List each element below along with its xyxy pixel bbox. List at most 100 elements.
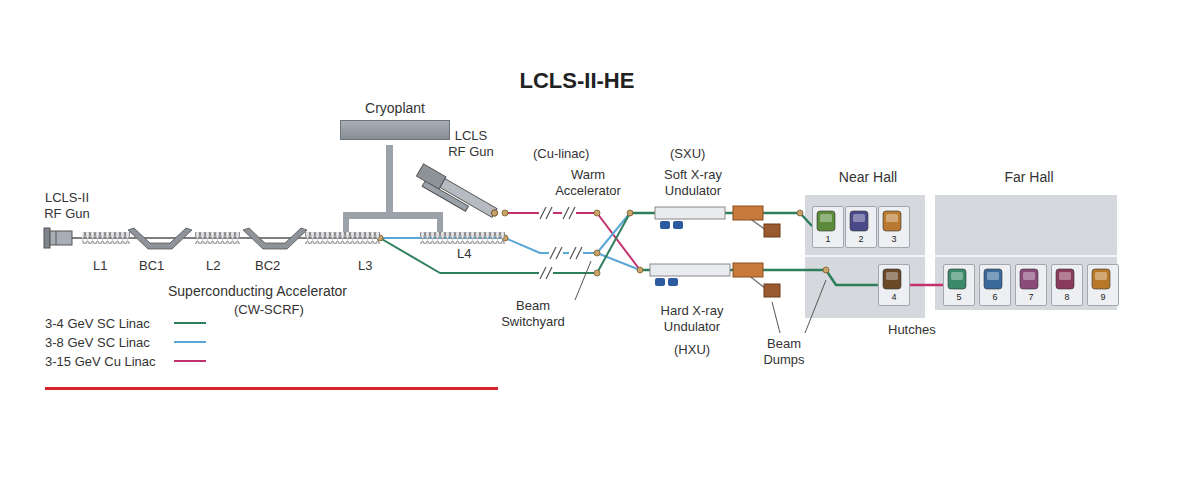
beam-lines-part [575, 261, 591, 300]
hutch-icon-window [1023, 272, 1035, 280]
legend-text: 3-4 GeV SC Linac [45, 316, 150, 331]
hutch-icon-body [1056, 269, 1074, 289]
undulators-part [673, 221, 683, 229]
part-label: Soft X-ray Undulator [655, 167, 731, 198]
legend-line [174, 360, 206, 362]
legend-swatch [173, 318, 207, 328]
hutch-icon-body [817, 211, 835, 231]
hutch-icon-window [1059, 272, 1071, 280]
hutch-icon-window [987, 272, 999, 280]
accent-rule [45, 387, 498, 390]
beam-lines-part [772, 302, 780, 333]
hutch-icon [879, 265, 905, 292]
legend-line [174, 322, 206, 324]
hutch-icon-body [1020, 269, 1038, 289]
beam-dumps-part [733, 206, 763, 220]
legend-text: 3-8 GeV SC Linac [45, 335, 150, 350]
hutch-node: 2 [845, 206, 877, 248]
bunch-compressors-part [243, 228, 307, 249]
cryomodules-part [82, 232, 130, 244]
line-breaks-part [539, 206, 553, 220]
hutch-number: 8 [1052, 292, 1082, 303]
junction-dots-part [502, 210, 508, 216]
cryomodules-part [305, 232, 380, 244]
line-breaks-part [539, 266, 553, 280]
beam-lines [72, 213, 878, 333]
junction-dots-part [594, 270, 600, 276]
part-label: L1 [93, 258, 107, 274]
hutch-node: 8 [1051, 264, 1083, 306]
part-label: L2 [206, 258, 220, 274]
legend-row: 3-15 GeV Cu Linac [45, 352, 156, 369]
beam-lines-part [597, 213, 630, 273]
legend-swatch [173, 337, 207, 347]
undulators-part [655, 207, 725, 219]
cryoplant-box [340, 120, 450, 140]
hutch-node: 9 [1087, 264, 1119, 306]
line-breaks-part [549, 246, 563, 260]
hutch-icon [1052, 265, 1078, 292]
part-label: BC2 [255, 258, 280, 274]
beam-dumps-part [764, 224, 780, 237]
hutch-node: 1 [812, 206, 844, 248]
cryo-pipes-part [343, 212, 349, 233]
hutch-number: 3 [879, 234, 909, 245]
hutch-number: 5 [944, 292, 974, 303]
legend-text: 3-15 GeV Cu Linac [45, 354, 156, 369]
undulators-part [668, 278, 678, 286]
undulators-part [650, 264, 730, 276]
beam-dumps [733, 206, 780, 297]
hutch-icon-window [951, 272, 963, 280]
beam-lines-part [597, 213, 630, 253]
part-label: LCLS RF Gun [447, 128, 495, 159]
hall-panels-part [805, 195, 925, 318]
hall-heading: Near Hall [805, 168, 931, 186]
hutch-number: 4 [879, 292, 909, 303]
part-label: (CW-SCRF) [234, 302, 304, 318]
cu-rf-gun-part [490, 209, 498, 217]
part-label: (HXU) [674, 342, 710, 358]
hutch-icon-body [850, 211, 868, 231]
undulators-part [655, 278, 665, 286]
hutch-number: 6 [980, 292, 1010, 303]
beam-connector [910, 284, 943, 287]
cu-rf-gun [414, 164, 501, 226]
hutch-icon-body [883, 269, 901, 289]
bunch-compressors-part [128, 228, 192, 249]
part-label: L4 [457, 246, 471, 262]
legend-swatch [173, 356, 207, 366]
junction-dots-part [594, 250, 600, 256]
junction-dots-part [797, 210, 803, 216]
hutch-icon-body [883, 211, 901, 231]
node-heading: Cryoplant [340, 100, 450, 116]
beam-lines-part [805, 280, 826, 333]
undulators [650, 207, 730, 286]
hutch-icon [980, 265, 1006, 292]
hutch-icon [1016, 265, 1042, 292]
hall-panels [805, 195, 1117, 318]
legend-line [174, 341, 206, 343]
part-label: Beam Switchyard [497, 298, 569, 329]
sc-rf-gun-part [44, 228, 50, 248]
hutch-icon [1088, 265, 1114, 292]
beam-dumps-part [764, 284, 780, 297]
hutch-node: 3 [878, 206, 910, 248]
hutch-number: 9 [1088, 292, 1118, 303]
hutch-number: 1 [813, 234, 843, 245]
line-breaks [539, 206, 583, 280]
cryomodules-part [195, 232, 240, 244]
hutch-icon-window [820, 214, 832, 222]
cryoplant-node: Cryoplant [340, 100, 450, 140]
hutch-number: 2 [846, 234, 876, 245]
part-label: (SXU) [670, 146, 705, 162]
hutch-node: 5 [943, 264, 975, 306]
hutch-icon-window [886, 272, 898, 280]
hutch-icon-window [886, 214, 898, 222]
sc-rf-gun [44, 228, 72, 248]
hall-panels-part [935, 255, 1117, 257]
junction-dots-part [637, 267, 643, 273]
part-label: Warm Accelerator [548, 167, 628, 198]
part-label: Hutches [888, 322, 936, 338]
junction-dots-part [823, 267, 829, 273]
